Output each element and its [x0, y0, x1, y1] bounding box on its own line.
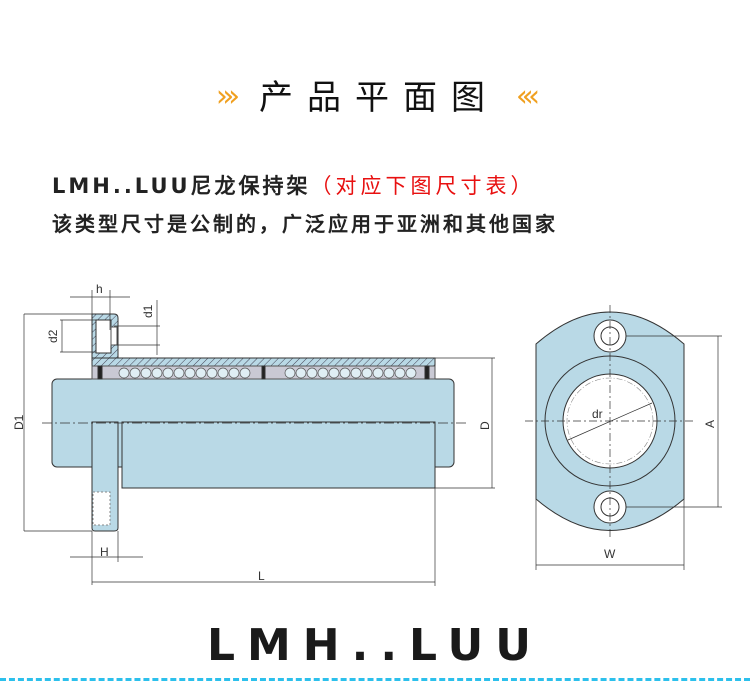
sleeve-wall	[91, 357, 436, 367]
size-table-note: （对应下图尺寸表）	[310, 174, 536, 198]
product-name: LMH..LUU尼龙保持架	[52, 174, 311, 198]
product-description-line1: LMH..LUU尼龙保持架（对应下图尺寸表）	[52, 170, 536, 200]
dim-label-H: H	[100, 545, 109, 559]
model-name: LMH..LUU	[206, 620, 543, 671]
section-title-text: 产品平面图	[259, 78, 499, 118]
side-view: h d1 d2 D1 D H L	[12, 282, 495, 586]
dashed-divider	[0, 678, 750, 681]
dim-label-A: A	[703, 420, 717, 428]
section-title: »› 产品平面图 ‹«	[0, 70, 750, 119]
dim-label-d2: d2	[46, 329, 60, 343]
front-view: dr A W	[525, 305, 722, 570]
dim-label-h: h	[96, 282, 103, 296]
product-description-line2: 该类型尺寸是公制的，广泛应用于亚洲和其他国家	[52, 212, 558, 236]
dim-label-D: D	[478, 421, 492, 430]
dim-label-d1: d1	[141, 304, 155, 318]
dim-label-dr: dr	[592, 407, 603, 421]
sleeve-body	[121, 421, 436, 489]
dim-label-L: L	[258, 569, 265, 583]
dim-label-W: W	[604, 547, 616, 561]
dim-label-D1: D1	[12, 414, 26, 430]
